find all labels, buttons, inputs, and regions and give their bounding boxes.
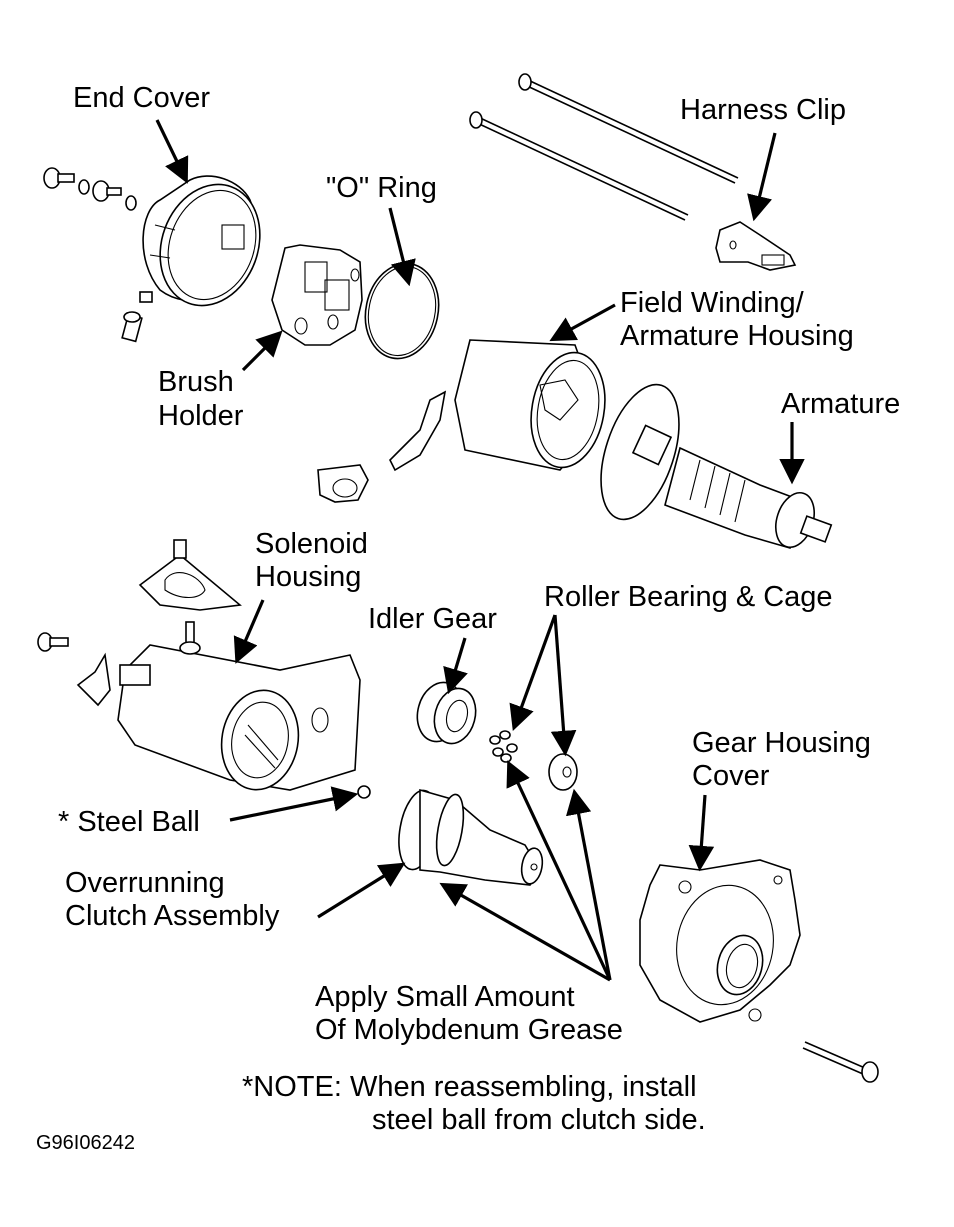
arrow-harness-clip [747, 132, 777, 222]
arrow-clutch [317, 862, 406, 919]
arrow-brush-holder [241, 330, 283, 372]
label-end-cover: End Cover [73, 82, 211, 114]
label-gear-housing-1: Gear Housing [692, 727, 871, 759]
arrow-end-cover [155, 119, 189, 184]
arrow-grease-roller [506, 760, 612, 981]
label-solenoid-2: Housing [255, 561, 362, 593]
terminal-bolt [121, 291, 153, 343]
arrow-gear-housing [688, 794, 715, 872]
end-cover-screws [43, 167, 137, 211]
arrow-o-ring [388, 207, 416, 287]
label-brush-holder-1: Brush [158, 366, 234, 398]
label-gear-housing-2: Cover [692, 760, 770, 792]
arrow-steel-ball [229, 786, 359, 822]
end-cover-part [142, 175, 261, 307]
note-marker: * [242, 1071, 254, 1103]
note-prefix: NOTE: [253, 1071, 342, 1103]
arrow-idler-gear [443, 637, 468, 695]
gear-housing-bolt [802, 1041, 879, 1083]
gear-housing-cover-part [639, 859, 801, 1023]
label-clutch-2: Clutch Assembly [65, 900, 280, 932]
bearing-cage-part [548, 753, 578, 791]
note-text-1: When reassembling, install [349, 1071, 697, 1103]
label-grease-2: Of Molybdenum Grease [315, 1014, 623, 1046]
label-brush-holder-2: Holder [158, 400, 244, 432]
steel-ball-part [357, 785, 371, 799]
label-roller-bearing: Roller Bearing & Cage [544, 581, 833, 613]
field-winding-housing-part [317, 339, 606, 503]
note-line-2: steel ball from clutch side. [372, 1104, 706, 1136]
label-armature: Armature [781, 388, 901, 420]
brush-holder-part [271, 244, 363, 346]
arrow-cage [550, 614, 577, 757]
figure-code: G96I06242 [36, 1132, 135, 1154]
label-solenoid-1: Solenoid [255, 528, 368, 560]
harness-clip-part [715, 221, 797, 271]
note-line-1: *NOTE: When reassembling, install [242, 1071, 697, 1104]
o-ring-part [364, 262, 440, 360]
arrow-solenoid [233, 599, 265, 664]
armature-o-ring [600, 383, 680, 521]
through-bolts [469, 73, 739, 221]
label-clutch-1: Overrunning [65, 867, 225, 899]
idler-gear-part [416, 681, 477, 745]
label-field-winding-2: Armature Housing [620, 320, 854, 352]
overrunning-clutch-part [398, 788, 544, 886]
arrow-roller-bearing [509, 614, 557, 732]
arrow-field-winding [549, 303, 616, 342]
label-steel-ball: * Steel Ball [58, 806, 200, 838]
solenoid-bracket [138, 539, 242, 611]
label-field-winding-1: Field Winding/ [620, 287, 804, 319]
solenoid-housing-part [37, 621, 361, 791]
callout-arrows [155, 119, 805, 982]
arrow-grease-clutch [439, 882, 611, 982]
armature-part [631, 424, 833, 550]
label-harness-clip: Harness Clip [680, 94, 846, 126]
label-o-ring: "O" Ring [326, 172, 437, 204]
label-idler-gear: Idler Gear [368, 603, 497, 635]
label-grease-1: Apply Small Amount [315, 981, 575, 1013]
roller-bearing-part [489, 730, 518, 763]
arrow-grease-cage [565, 788, 612, 981]
